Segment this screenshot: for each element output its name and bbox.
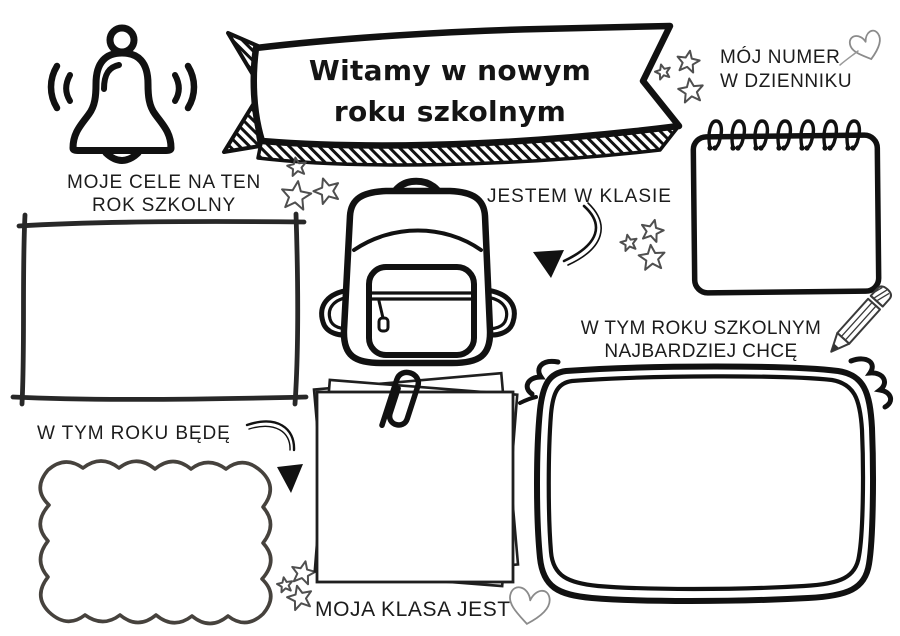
banner-title-line1: Witamy w nowym — [308, 54, 592, 87]
willbe-arrow-icon — [245, 420, 303, 493]
banner-title: Witamy w nowym roku szkolnym — [268, 50, 632, 132]
wish-label-line1: W TYM ROKU SZKOLNYM — [580, 318, 822, 339]
goals-label-line2: ROK SZKOLNY — [92, 195, 236, 216]
journal-label-line2: W DZIENNIKU — [720, 71, 853, 92]
paper-stack — [312, 371, 520, 588]
banner-title-line2: roku szkolnym — [333, 95, 567, 128]
myclass-note[interactable] — [315, 390, 515, 584]
willbe-label-text: W TYM ROKU BĘDĘ — [37, 423, 231, 444]
wish-label-line2: NAJBARDZIEJ CHCĘ — [604, 341, 798, 362]
spiral-notepad[interactable] — [690, 119, 882, 296]
willbe-scalloped-frame[interactable] — [38, 459, 273, 626]
heart-doodles — [505, 27, 887, 629]
banner-ribbon — [222, 22, 683, 167]
klasie-arrow-icon — [533, 202, 602, 278]
goals-label-line1: MOJE CELE NA TEN — [66, 172, 262, 193]
myclass-label: MOJA KLASA JEST — [315, 598, 511, 622]
goals-box[interactable] — [10, 211, 309, 407]
myclass-label-text: MOJA KLASA JEST — [315, 598, 511, 621]
goals-label: MOJE CELE NA TEN ROK SZKOLNY — [35, 171, 293, 217]
wish-box[interactable] — [534, 363, 876, 604]
klasie-label: JESTEM W KLASIE — [487, 186, 672, 208]
backpack-icon — [319, 177, 517, 367]
willbe-label: W TYM ROKU BĘDĘ — [37, 423, 231, 445]
bell-icon — [47, 24, 198, 164]
wish-label: W TYM ROKU SZKOLNYM NAJBARDZIEJ CHCĘ — [558, 317, 844, 363]
squiggle-accents — [518, 356, 894, 410]
journal-label: MÓJ NUMER W DZIENNIKU — [720, 46, 890, 94]
journal-label-line1: MÓJ NUMER — [720, 47, 841, 68]
klasie-label-text: JESTEM W KLASIE — [487, 186, 672, 207]
paperclip-icon — [379, 369, 421, 428]
pencil-icon — [830, 285, 892, 353]
